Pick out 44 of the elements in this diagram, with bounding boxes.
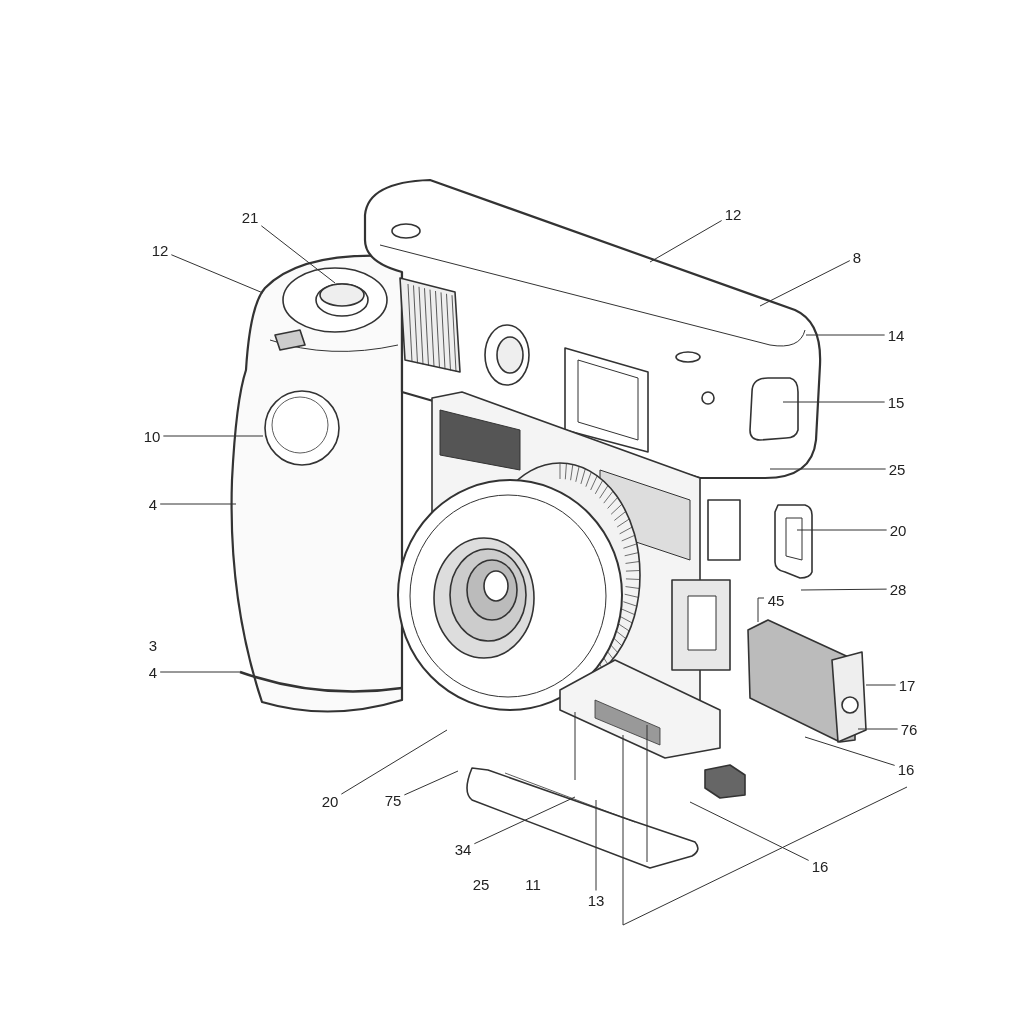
callout-number: 4 [148, 495, 158, 513]
leader-line [162, 435, 264, 437]
leader-line [473, 796, 576, 845]
leader-line [403, 770, 459, 796]
leader-line [159, 671, 241, 673]
callout-number: 14 [887, 326, 905, 344]
callout-number: 12 [151, 241, 169, 259]
leader-line [689, 801, 810, 861]
leader-line [649, 220, 723, 263]
leader-line [595, 799, 597, 891]
leader-line [796, 529, 888, 531]
leader-line [260, 225, 336, 284]
callout-number: 25 [472, 875, 490, 893]
leader-line [159, 503, 237, 505]
callout-number: 28 [889, 580, 907, 598]
callout-number: 45 [767, 591, 785, 609]
leader-line [805, 334, 886, 336]
callout-number: 34 [454, 840, 472, 858]
callout-number: 4 [148, 663, 158, 681]
callout-number: 16 [897, 760, 915, 778]
leader-line [804, 736, 896, 766]
leader-line [782, 401, 886, 403]
callout-number: 25 [888, 460, 906, 478]
leader-line [857, 728, 899, 730]
callout-number: 11 [525, 875, 541, 893]
leader-line [769, 468, 887, 470]
callout-number: 20 [321, 792, 339, 810]
callout-number: 3 [148, 636, 158, 654]
leader-line [340, 729, 448, 795]
callout-number: 12 [724, 205, 742, 223]
callout-number: 16 [811, 857, 829, 875]
leader-line [800, 588, 888, 591]
leader-line [759, 260, 851, 307]
callout-number: 76 [900, 720, 918, 738]
callout-number: 10 [143, 427, 161, 445]
callout-number: 20 [889, 521, 907, 539]
callout-number: 17 [898, 676, 916, 694]
callout-number: 75 [384, 791, 402, 809]
callout-number: 15 [887, 393, 905, 411]
leader-line [865, 684, 897, 686]
callout-number: 13 [587, 891, 605, 909]
callout-number: 8 [852, 248, 862, 266]
callout-number: 21 [241, 208, 259, 226]
leader-line [170, 254, 264, 294]
